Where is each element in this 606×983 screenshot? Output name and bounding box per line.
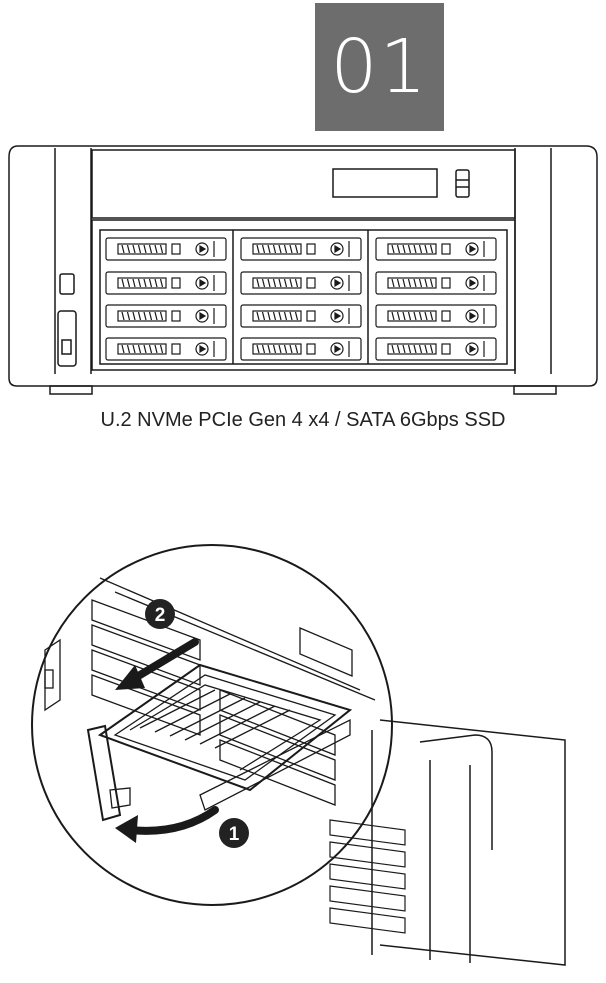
- drive-tray: [105, 304, 227, 328]
- drive-tray: [375, 237, 497, 261]
- drive-tray: [240, 237, 362, 261]
- drive-tray: [240, 304, 362, 328]
- drive-tray: [375, 271, 497, 295]
- step-number-badge: 01: [315, 3, 444, 131]
- drive-tray: [240, 271, 362, 295]
- drive-trays: [105, 237, 497, 361]
- drive-tray: [105, 237, 227, 261]
- drive-type-caption: U.2 NVMe PCIe Gen 4 x4 / SATA 6Gbps SSD: [100, 409, 506, 431]
- drive-tray: [240, 337, 362, 361]
- step-number: 01: [330, 24, 429, 110]
- callout-2-label: 2: [155, 605, 166, 626]
- drive-tray: [375, 337, 497, 361]
- nas-front-view: [8, 145, 598, 395]
- callout-1-label: 1: [229, 824, 240, 845]
- drive-tray: [105, 337, 227, 361]
- drive-tray: [375, 304, 497, 328]
- drive-tray: [105, 271, 227, 295]
